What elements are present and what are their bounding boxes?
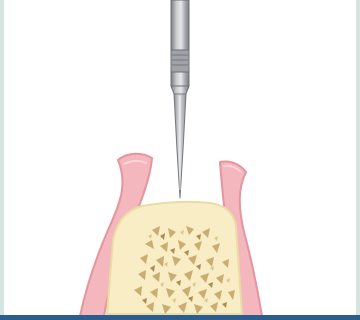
bottom-baseline bbox=[0, 315, 360, 320]
instrument-collar bbox=[171, 86, 189, 94]
instrument-handle bbox=[171, 0, 189, 86]
instrument-grip-band bbox=[171, 50, 189, 72]
